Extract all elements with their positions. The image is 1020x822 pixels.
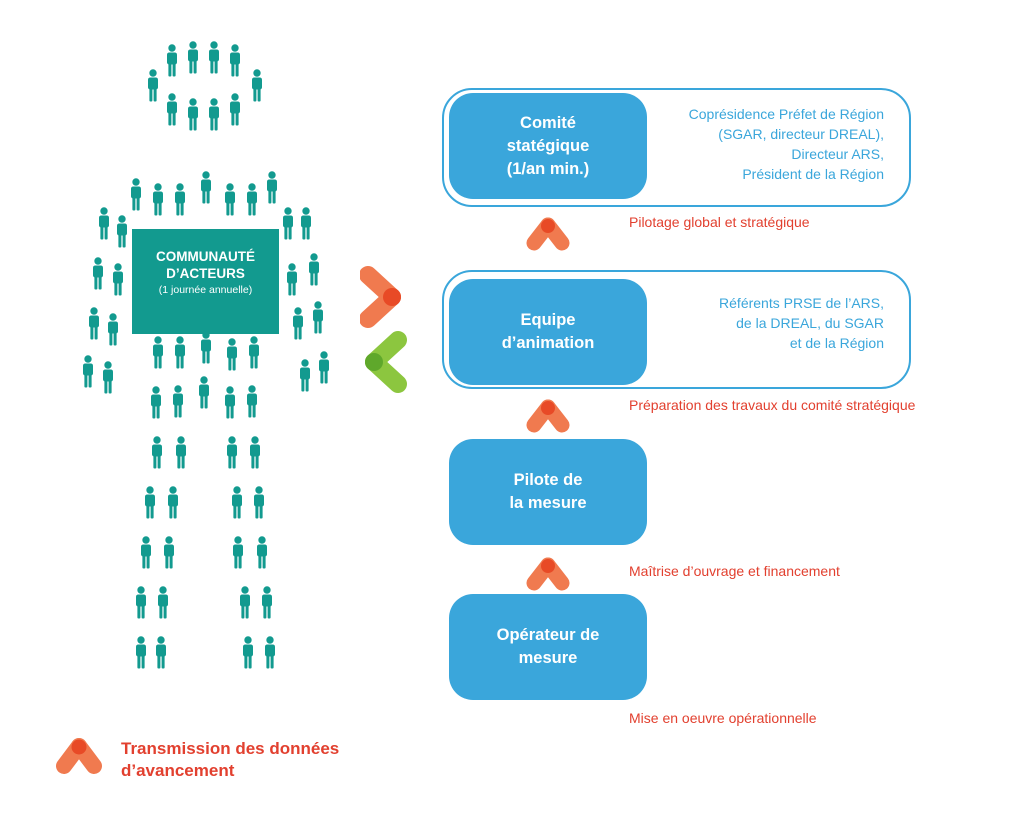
person-icon [257, 536, 267, 569]
legend-chevron-up-icon [56, 738, 102, 774]
person-icon [83, 355, 93, 388]
person-icon [117, 215, 127, 248]
person-icon [153, 336, 163, 369]
chevron-up-icon [526, 399, 570, 433]
person-icon [173, 385, 183, 418]
person-icon [103, 361, 113, 394]
legend-label: Transmission des données d’avancement [121, 739, 340, 780]
person-icon [141, 536, 151, 569]
person-icon [232, 486, 242, 519]
person-icon [227, 338, 237, 371]
comite-strategique-box: Comité statégique (1/an min.) [449, 93, 647, 199]
operateur-mesure-box: Opérateur de mesure [449, 594, 647, 700]
person-icon [99, 207, 109, 240]
person-icon [247, 385, 257, 418]
person-icon [309, 253, 319, 286]
person-icon [148, 69, 158, 102]
person-icon [267, 171, 277, 204]
chevron-right-icon [360, 266, 401, 328]
person-icon [201, 331, 211, 364]
person-icon [254, 486, 264, 519]
person-icon [164, 536, 174, 569]
person-icon [209, 41, 219, 74]
comite-role: Pilotage global et stratégique [629, 214, 810, 230]
person-icon [293, 307, 303, 340]
chevron-left-icon [365, 331, 407, 393]
person-icon [225, 183, 235, 216]
person-icon [287, 263, 297, 296]
person-icon [176, 436, 186, 469]
pilote-mesure-box: Pilote de la mesure [449, 439, 647, 545]
person-icon [283, 207, 293, 240]
community-subtitle: (1 journée annuelle) [158, 284, 253, 296]
person-icon [225, 386, 235, 419]
comite-members: Coprésidence Préfet de Région (SGAR, dir… [688, 106, 884, 182]
comite-frame [442, 88, 911, 207]
person-icon [227, 436, 237, 469]
person-icon [265, 636, 275, 669]
person-icon [145, 486, 155, 519]
chevron-up-icon [526, 217, 570, 251]
person-icon [188, 98, 198, 131]
person-icon [230, 44, 240, 77]
person-icon [249, 336, 259, 369]
person-icon [313, 301, 323, 334]
person-icon [201, 171, 211, 204]
equipe-members: Référents PRSE de l’ARS, de la DREAL, du… [719, 295, 884, 351]
person-icon [89, 307, 99, 340]
person-icon [167, 93, 177, 126]
chevron-up-icon [526, 557, 570, 591]
person-icon [151, 386, 161, 419]
person-icon [158, 586, 168, 619]
person-icon [252, 69, 262, 102]
operateur-role: Mise en oeuvre opérationnelle [629, 710, 817, 726]
person-icon [209, 98, 219, 131]
person-icon [153, 183, 163, 216]
person-icon [301, 207, 311, 240]
person-icon [243, 636, 253, 669]
equipe-frame [442, 270, 911, 389]
person-icon [262, 586, 272, 619]
person-icon [168, 486, 178, 519]
person-icon [300, 359, 310, 392]
person-icon [93, 257, 103, 290]
person-icon [136, 636, 146, 669]
person-icon [188, 41, 198, 74]
person-icon [136, 586, 146, 619]
community-box: COMMUNAUTÉ D’ACTEURS (1 journée annuelle… [132, 229, 279, 334]
person-icon [233, 536, 243, 569]
equipe-role: Préparation des travaux du comité straté… [629, 397, 916, 413]
person-icon [113, 263, 123, 296]
person-icon [175, 336, 185, 369]
person-icon [230, 93, 240, 126]
person-icon [156, 636, 166, 669]
community-title: COMMUNAUTÉ D’ACTEURS [156, 249, 255, 281]
person-icon [319, 351, 329, 384]
person-icon [250, 436, 260, 469]
person-icon [152, 436, 162, 469]
person-icon [167, 44, 177, 77]
person-icon [131, 178, 141, 211]
equipe-animation-box: Equipe d’animation [449, 279, 647, 385]
person-icon [240, 586, 250, 619]
person-icon [175, 183, 185, 216]
pilote-role: Maîtrise d’ouvrage et financement [629, 563, 840, 579]
person-icon [247, 183, 257, 216]
person-icon [199, 376, 209, 409]
person-icon [108, 313, 118, 346]
